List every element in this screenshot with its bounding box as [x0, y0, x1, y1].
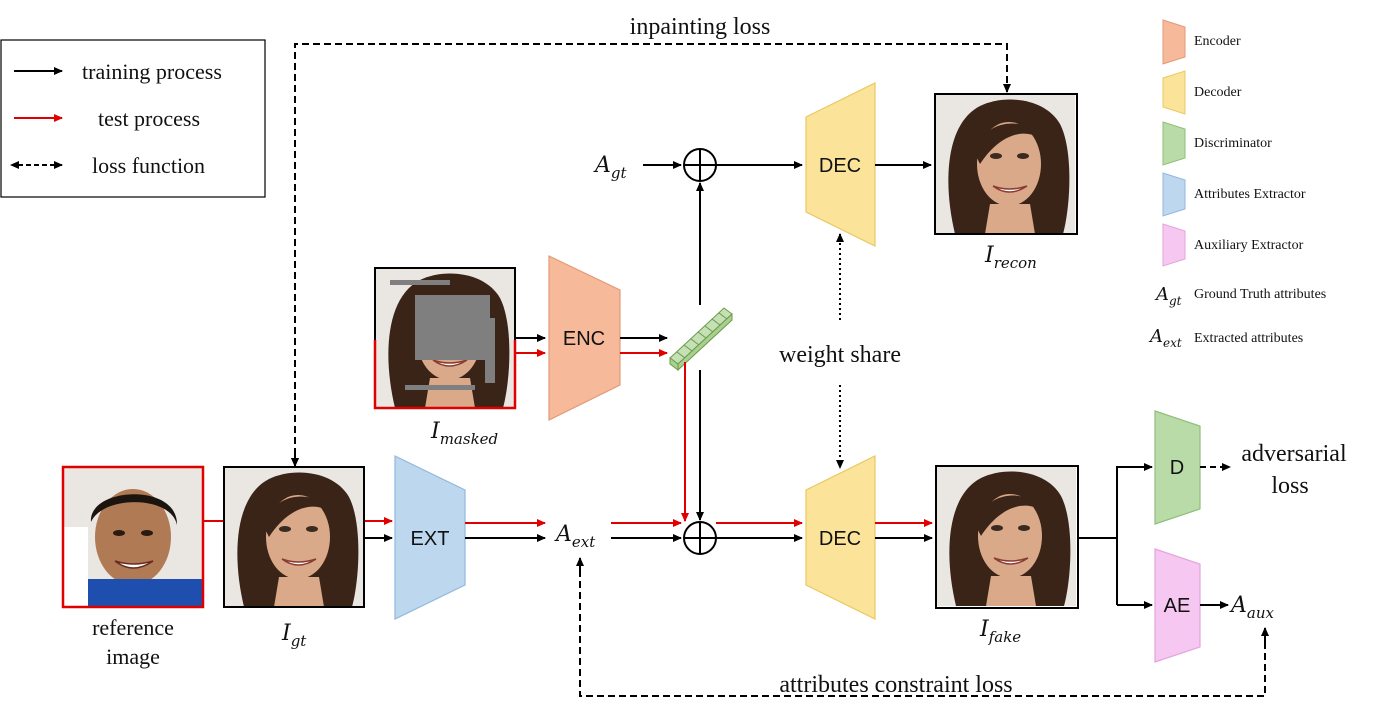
aext-legend-symbol: Aext [1148, 326, 1182, 350]
aux-extractor-legend-icon [1162, 223, 1186, 267]
ifake-image [935, 465, 1079, 609]
inpainting-loss-path [294, 43, 1011, 466]
aux-extractor-legend-label: Auxiliary Extractor [1194, 238, 1304, 253]
ae-block [1154, 548, 1201, 663]
imasked-label: Imasked [430, 419, 498, 448]
weight-share-label: weight share [779, 342, 901, 368]
reference-label-line1: reference [92, 615, 174, 640]
enc-label: ENC [563, 328, 605, 350]
agt-label: Agt [593, 153, 627, 182]
upper-sum-node [683, 148, 717, 182]
training-process-label: training process [82, 59, 222, 84]
discriminator-legend-icon [1162, 121, 1186, 166]
decoder-legend-icon [1162, 70, 1186, 115]
loss-function-label: loss function [92, 153, 205, 178]
agt-legend-label: Ground Truth attributes [1194, 287, 1326, 302]
aext-label: Aext [554, 522, 596, 551]
d-label: D [1170, 457, 1184, 479]
d-block [1154, 410, 1201, 525]
reference-label-line2: image [106, 644, 160, 669]
adversarial-loss-line2: loss [1271, 473, 1308, 499]
dec-lower-label: DEC [819, 528, 861, 550]
inpainting-loss-label: inpainting loss [630, 14, 771, 40]
irecon-image [934, 93, 1078, 235]
adversarial-loss-line1: adversarial [1241, 441, 1347, 467]
process-legend: training process test process loss funct… [0, 39, 266, 198]
attr-constraint-loss-label: attributes constraint loss [779, 672, 1012, 698]
igt-label: Igt [281, 621, 307, 650]
irecon-label: Irecon [984, 243, 1037, 272]
test-process-label: test process [98, 106, 200, 131]
ae-label: AE [1164, 595, 1191, 617]
reference-image [61, 465, 205, 609]
discriminator-legend-label: Discriminator [1194, 136, 1272, 151]
enc-block [548, 255, 621, 421]
imasked-image [373, 267, 517, 410]
ext-label: EXT [411, 528, 450, 550]
encoder-legend-label: Encoder [1194, 34, 1241, 49]
aaux-label: Aaux [1229, 593, 1274, 622]
encoder-legend-icon [1162, 19, 1186, 65]
attr-constraint-loss-path [579, 570, 1266, 697]
dec-upper-label: DEC [819, 155, 861, 177]
dec-upper-block [805, 82, 876, 247]
module-legend: Encoder Decoder Discriminator Attributes… [1148, 19, 1326, 350]
igt-image [223, 466, 365, 608]
ext-block [394, 455, 466, 620]
attr-extractor-legend-label: Attributes Extractor [1194, 187, 1306, 202]
agt-legend-symbol: Agt [1154, 284, 1182, 308]
ifake-label: Ifake [979, 617, 1021, 646]
attr-extractor-legend-icon [1162, 172, 1186, 217]
decoder-legend-label: Decoder [1194, 85, 1242, 100]
latent-code-icon [669, 307, 733, 372]
dec-lower-block [805, 455, 876, 620]
aext-legend-label: Extracted attributes [1194, 331, 1303, 346]
lower-sum-node [683, 521, 717, 555]
